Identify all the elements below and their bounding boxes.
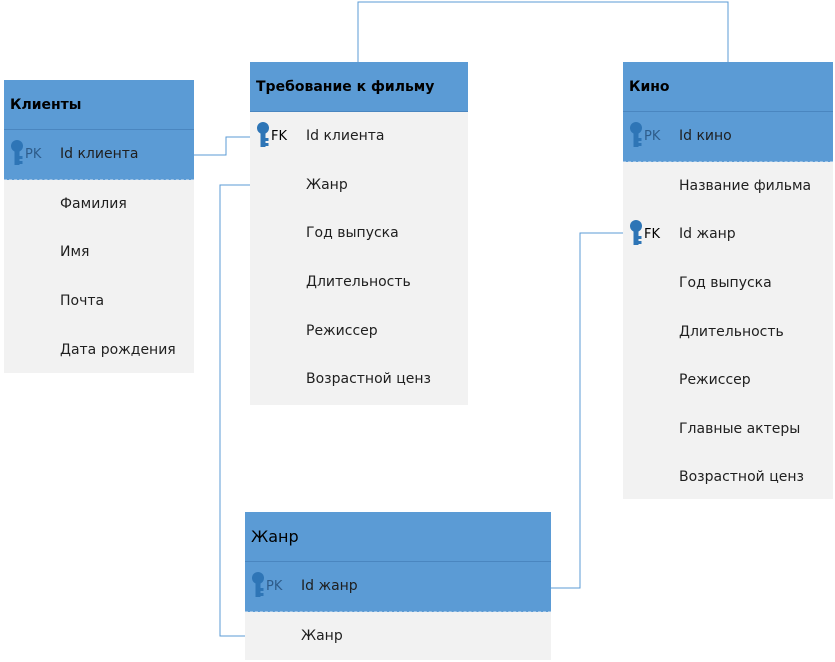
field-row-pk: PK Id кино [623,112,833,162]
field-row: Длительность [623,307,833,356]
field-name: Жанр [301,627,343,644]
entity-film-request: Требование к фильму FK Id клиента Жанр Г… [250,62,468,405]
field-name: Название фильма [679,177,812,194]
pk-label: PK [25,146,42,162]
pk-label: PK [644,128,661,144]
field-row: Возрастной ценз [623,453,833,502]
entity-clients-title: Клиенты [10,96,82,113]
field-name: Фамилия [60,195,127,212]
fk-label: FK [644,226,661,242]
field-name: Возрастной ценз [679,469,804,486]
pk-marker: PK [251,571,282,601]
fk-marker: FK [629,219,660,249]
field-row: Режиссер [623,356,833,405]
field-row: Дата рождения [4,325,194,374]
field-name: Режиссер [306,322,378,339]
key-icon [630,122,642,148]
field-name: Дата рождения [60,341,176,358]
field-row: Год выпуска [623,259,833,308]
entity-movies-title: Кино [629,78,670,95]
field-name: Главные актеры [679,420,801,437]
field-row: Почта [4,277,194,326]
field-row-pk: PK Id клиента [4,130,194,180]
connector-film-request-to-movies [357,1,729,62]
field-name: Год выпуска [306,225,399,242]
field-name: Почта [60,293,105,310]
field-name: Id кино [679,128,732,145]
entity-film-request-title: Требование к фильму [256,78,435,95]
field-row-fk: FK Id клиента [250,112,468,161]
key-icon [257,122,269,148]
field-row-pk: PK Id жанр [245,562,551,612]
field-name: Жанр [306,176,348,193]
field-name: Id клиента [60,146,139,163]
field-name: Длительность [306,274,411,291]
pk-label: PK [266,578,283,594]
field-name: Id клиента [306,128,385,145]
connector-clients-to-film-request [194,136,252,156]
entity-clients-header: Клиенты [4,80,194,130]
key-icon [11,140,23,166]
field-name: Id жанр [301,578,358,595]
fk-marker: FK [256,121,287,151]
field-row: Главные актеры [623,405,833,454]
field-row: Длительность [250,258,468,307]
entity-genre: Жанр PK Id жанр Жанр [245,512,551,660]
entity-genre-title: Жанр [251,527,299,546]
field-name: Режиссер [679,372,751,389]
field-row: Год выпуска [250,209,468,258]
field-name: Id жанр [679,226,736,243]
field-row-fk: FK Id жанр [623,210,833,259]
connector-film-request-genre-to-genre [219,184,252,637]
field-name: Возрастной ценз [306,371,431,388]
key-icon [630,220,642,246]
field-row: Имя [4,228,194,277]
field-row: Жанр [245,612,551,661]
entity-movies-header: Кино [623,62,833,112]
fk-label: FK [271,128,288,144]
field-name: Длительность [679,323,784,340]
field-row: Название фильма [623,162,833,211]
entity-genre-header: Жанр [245,512,551,562]
field-name: Имя [60,244,90,261]
pk-marker: PK [629,121,660,151]
field-row: Фамилия [4,180,194,229]
field-row: Возрастной ценз [250,355,468,404]
pk-marker: PK [10,139,41,169]
connector-genre-to-movies [551,232,630,589]
entity-movies: Кино PK Id кино Название фильма FK Id жа… [623,62,833,499]
entity-clients: Клиенты PK Id клиента Фамилия Имя Почта … [4,80,194,373]
field-name: Год выпуска [679,275,772,292]
key-icon [252,572,264,598]
field-row: Жанр [250,161,468,210]
field-row: Режиссер [250,306,468,355]
entity-film-request-header: Требование к фильму [250,62,468,112]
